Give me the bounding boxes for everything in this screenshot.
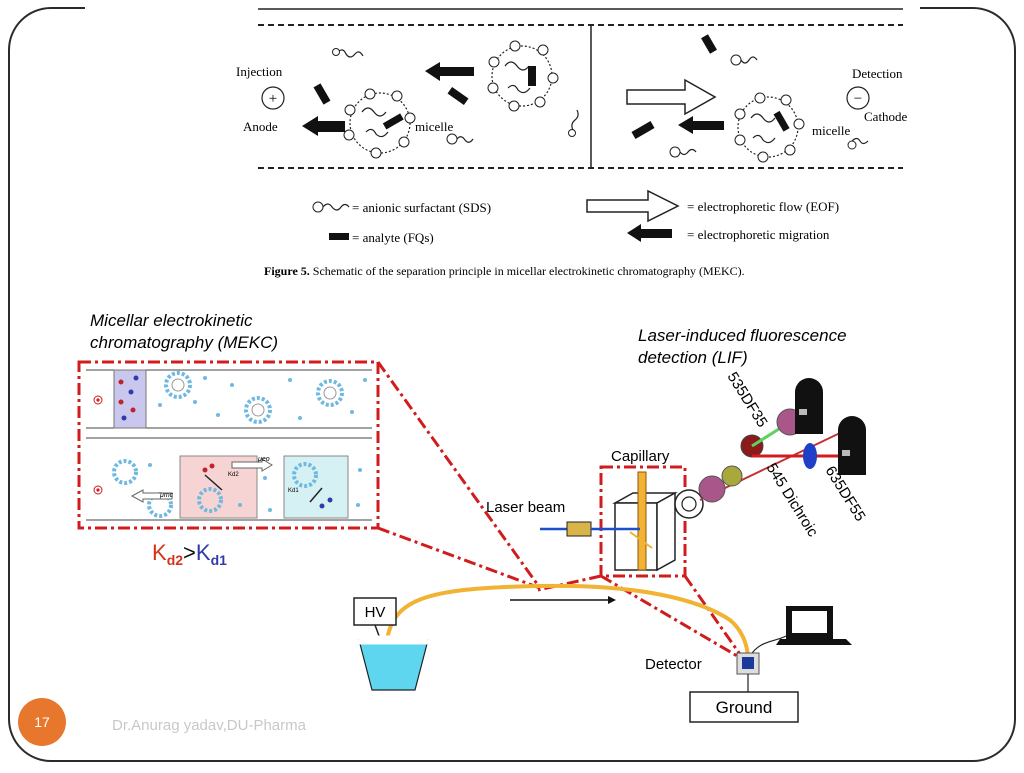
plus-electrode-icon	[261, 86, 285, 110]
surfactant-icon	[847, 140, 857, 150]
figure5: Injection + Anode Detection − Cathode	[236, 8, 908, 278]
dichroic-545-label: 545 Dichroic	[763, 460, 822, 540]
filter-635-icon	[803, 443, 817, 469]
caption-text: Schematic of the separation principle in…	[310, 264, 745, 278]
migration-arrow-left-upper	[425, 62, 474, 81]
kd1-sub: d1	[211, 552, 228, 568]
ground-label: Ground	[716, 698, 773, 717]
filter-535-label: 535DF35	[724, 369, 771, 430]
legend-migration: = electrophoretic migration	[687, 227, 830, 242]
cap-zoom-line-right	[683, 575, 746, 661]
migration-arrow-left-lower	[302, 116, 345, 136]
capillary-zoom-frame	[599, 465, 687, 578]
zoom-line-top	[376, 361, 542, 589]
ce-apparatus: HV Detector Ground	[353, 583, 852, 723]
kd2-exchange-icon	[204, 474, 223, 491]
eof-arrow-icon	[626, 78, 717, 116]
kd2-small-label: Kd2	[228, 472, 239, 478]
analyte-icon	[631, 121, 655, 139]
lif-title-line2: detection (LIF)	[638, 348, 748, 367]
lif-title-line1: Laser-induced fluorescence	[638, 326, 847, 345]
kd-gt: >	[183, 540, 196, 565]
legend-analyte-icon	[329, 233, 349, 240]
kd-relation: Kd2>Kd1	[152, 540, 227, 568]
migration-arrow-right	[678, 116, 724, 134]
capillary-tube	[637, 471, 647, 571]
detector-label: Detector	[645, 656, 702, 673]
micelle-label-left: micelle	[415, 119, 453, 134]
laser-beam-label: Laser beam	[486, 499, 565, 516]
surfactant-icon	[446, 133, 458, 145]
surfactant-icon	[337, 49, 364, 58]
kd2-main: K	[152, 540, 167, 565]
hv-supply-box	[353, 597, 397, 626]
surfactant-icon	[730, 54, 742, 66]
footer-text: Dr.Anurag yadav,DU-Pharma	[112, 717, 307, 734]
page-number: 17	[34, 714, 50, 730]
mu-mc-label: μmc	[159, 492, 174, 499]
minus-sign: −	[854, 91, 862, 107]
surfactant-icon	[669, 146, 681, 158]
detection-label: Detection	[852, 66, 903, 81]
pmt-detector-icon	[838, 416, 866, 475]
filter-icon	[721, 465, 743, 487]
analyte-icon	[447, 86, 469, 106]
micelle-right-icon	[734, 92, 805, 163]
lens-icon	[698, 475, 726, 503]
micelle-left-upper-icon	[487, 40, 559, 112]
legend-surfactant-icon	[312, 201, 324, 213]
mekc-panel: Micellar electrokinetic chromatography (…	[77, 311, 542, 590]
legend-eof: = electrophoretic flow (EOF)	[687, 199, 839, 214]
mekc-title-line1: Micellar electrokinetic	[90, 311, 253, 330]
analyte-icon	[701, 34, 717, 54]
capillary-label: Capillary	[611, 448, 670, 465]
mu-mc-arrow-icon	[130, 489, 173, 503]
caption-bold: Figure 5.	[264, 264, 310, 278]
minus-electrode-icon	[846, 86, 870, 110]
kd1-main: K	[196, 540, 211, 565]
separation-capillary	[384, 583, 750, 661]
mekc-title-line2: chromatography (MEKC)	[90, 333, 278, 352]
analyte-icon	[313, 83, 331, 105]
hv-label: HV	[365, 604, 386, 621]
mekc-micelle-icons-upper	[164, 371, 344, 424]
pmt-detector-icon	[795, 378, 823, 434]
buffer-vial-icon	[358, 639, 429, 691]
page-number-badge	[18, 698, 66, 746]
plus-sign: +	[269, 91, 277, 107]
mu-eo-arrow-icon	[231, 458, 273, 472]
micelle-label-right: micelle	[812, 123, 850, 138]
laptop-base-icon	[776, 639, 852, 645]
mu-eo-label: μeo	[257, 456, 270, 463]
kd1-exchange-icon	[309, 487, 323, 503]
legend-analyte: = analyte (FQs)	[352, 230, 434, 245]
legend-surfactant: = anionic surfactant (SDS)	[352, 200, 491, 215]
flow-cell-side	[656, 491, 676, 572]
mekc-surfactant-dots-lower	[148, 463, 362, 512]
micelle-left-lower-icon	[343, 88, 416, 159]
kd1-small-label: Kd1	[288, 488, 299, 494]
collection-lens-icon	[674, 489, 704, 519]
vial-headspace	[358, 635, 429, 645]
kd2-sub: d2	[167, 552, 184, 568]
figure5-legend: = anionic surfactant (SDS) = analyte (FQ…	[312, 189, 839, 245]
surfactant-icon	[568, 129, 576, 137]
legend-migration-icon	[627, 224, 672, 242]
sample-plug	[113, 369, 147, 429]
kd1-zone	[283, 455, 349, 519]
injection-label: Injection	[236, 64, 283, 79]
anode-label: Anode	[243, 119, 278, 134]
fluorescence-ray	[629, 531, 653, 549]
zoom-line-bottom	[377, 526, 541, 590]
laser-lens-icon	[566, 521, 592, 537]
figure5-caption: Figure 5. Schematic of the separation pr…	[264, 264, 745, 278]
cathode-label: Cathode	[864, 109, 908, 124]
legend-eof-icon	[586, 189, 680, 223]
ground-box	[689, 691, 799, 723]
frame-gap	[85, 0, 920, 16]
detector-window-icon	[742, 657, 754, 669]
mekc-surfactant-dots-upper	[158, 376, 367, 420]
